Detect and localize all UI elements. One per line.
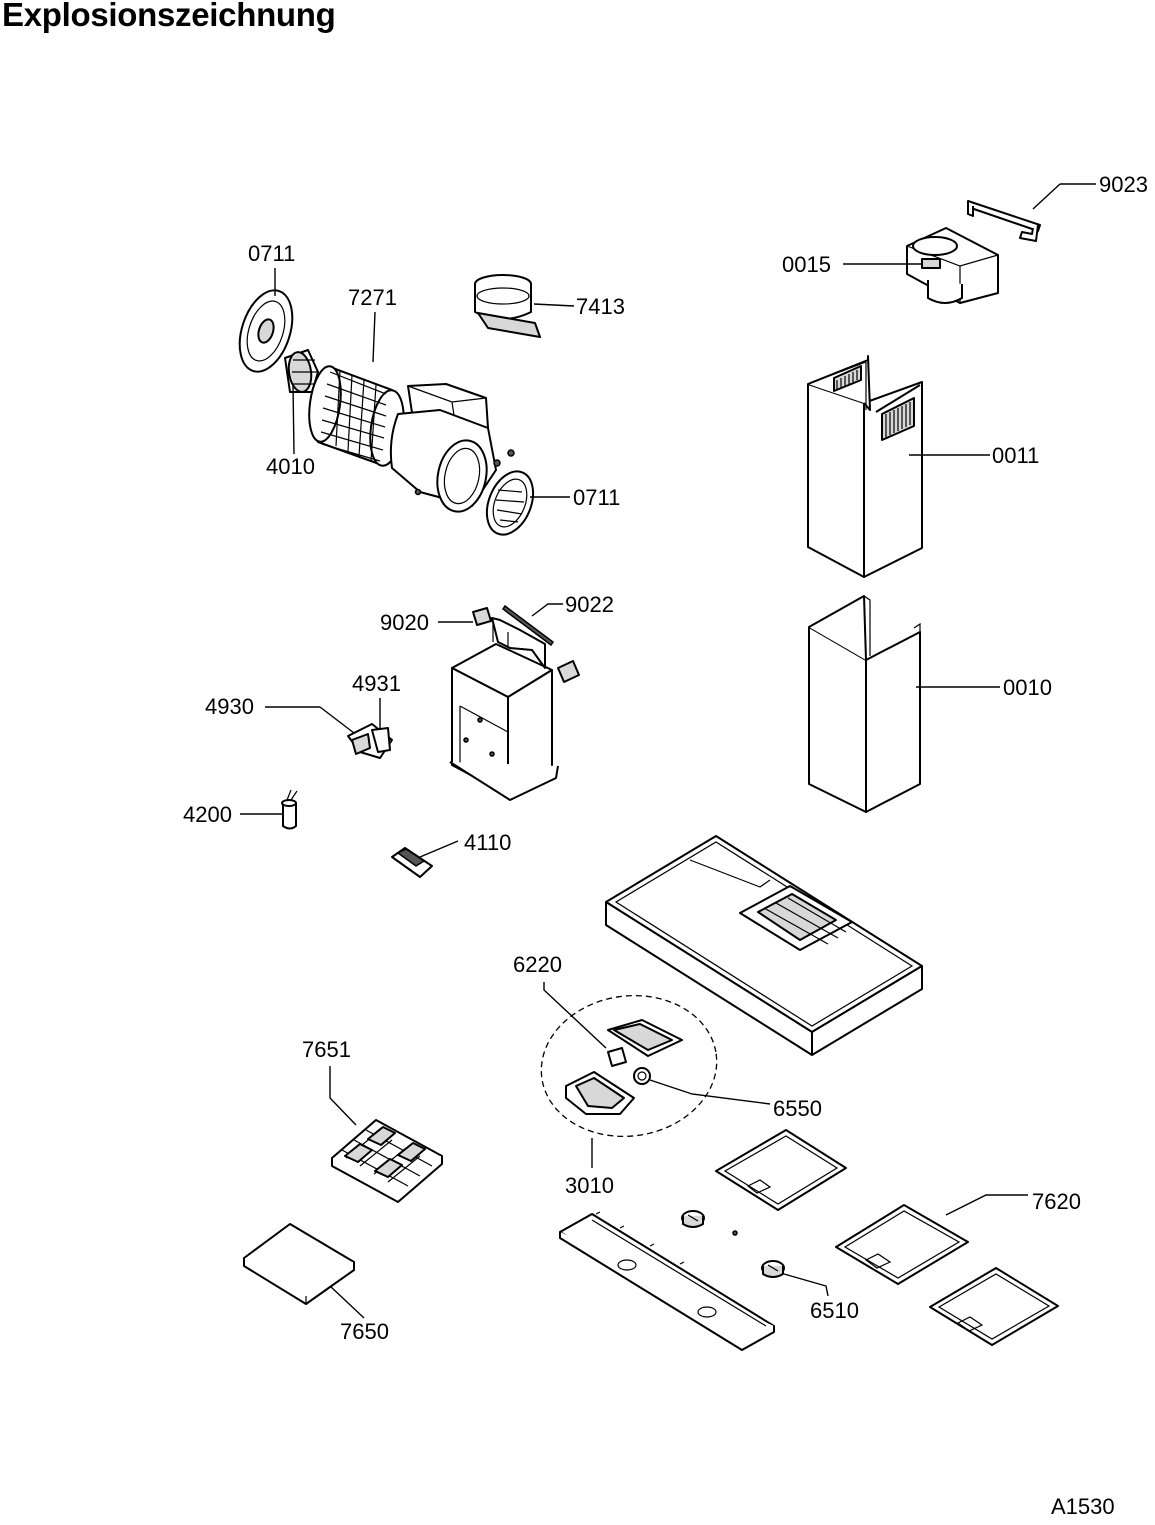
part-7650-carbon-filter <box>243 1223 365 1319</box>
label-0011: 0011 <box>992 443 1039 468</box>
label-7650: 7650 <box>340 1319 389 1344</box>
part-4010-motor <box>284 349 319 455</box>
label-7651: 7651 <box>302 1037 351 1062</box>
label-6550: 6550 <box>773 1096 822 1121</box>
label-9022: 9022 <box>565 592 614 617</box>
label-4931: 4931 <box>352 671 401 696</box>
label-9020: 9020 <box>380 610 429 635</box>
part-9023-bracket <box>967 183 1096 242</box>
label-6510: 6510 <box>810 1298 859 1323</box>
part-number-labels: 9023 0015 0711 7271 7413 4010 0711 0011 … <box>183 172 1148 1344</box>
part-9022-9020-clips <box>438 603 580 683</box>
part-control-box <box>449 617 559 801</box>
part-fan-housing <box>389 383 515 513</box>
part-4930-4931-switch <box>265 698 393 759</box>
part-0711-plate-right <box>485 470 570 536</box>
label-7413: 7413 <box>576 294 625 319</box>
part-0711-motor-plate <box>238 268 294 373</box>
label-4110: 4110 <box>464 830 511 855</box>
label-7620: 7620 <box>1032 1189 1081 1214</box>
label-4200: 4200 <box>183 802 232 827</box>
part-7620-grease-filters <box>715 1129 1059 1346</box>
label-3010: 3010 <box>565 1173 614 1198</box>
part-4110-bulb-holder <box>391 840 459 878</box>
part-control-panel <box>559 1211 775 1351</box>
part-0011-upper-chimney <box>807 355 990 578</box>
label-0711-top: 0711 <box>248 241 295 266</box>
label-0711-right: 0711 <box>573 485 620 510</box>
drawing-code: A1530 <box>1051 1494 1115 1519</box>
part-7271-fan-wheel <box>308 311 405 467</box>
part-7651-filter-frame <box>329 1066 443 1203</box>
label-4010: 4010 <box>266 454 315 479</box>
label-0010: 0010 <box>1003 675 1052 700</box>
part-4200-capacitor <box>240 789 298 830</box>
label-7271: 7271 <box>348 285 397 310</box>
label-9023: 9023 <box>1099 172 1148 197</box>
part-3010-lighting-group <box>540 982 771 1168</box>
part-0015-duct-connector <box>843 227 999 304</box>
label-0015: 0015 <box>782 252 831 277</box>
label-6220: 6220 <box>513 952 562 977</box>
label-4930: 4930 <box>205 694 254 719</box>
part-hood-canopy <box>605 835 923 1056</box>
part-0010-lower-chimney <box>808 595 1000 813</box>
part-7413-adapter-ring <box>474 274 575 338</box>
page-title: Explosionszeichnung <box>2 0 336 33</box>
part-6510-knobs <box>681 1210 829 1297</box>
